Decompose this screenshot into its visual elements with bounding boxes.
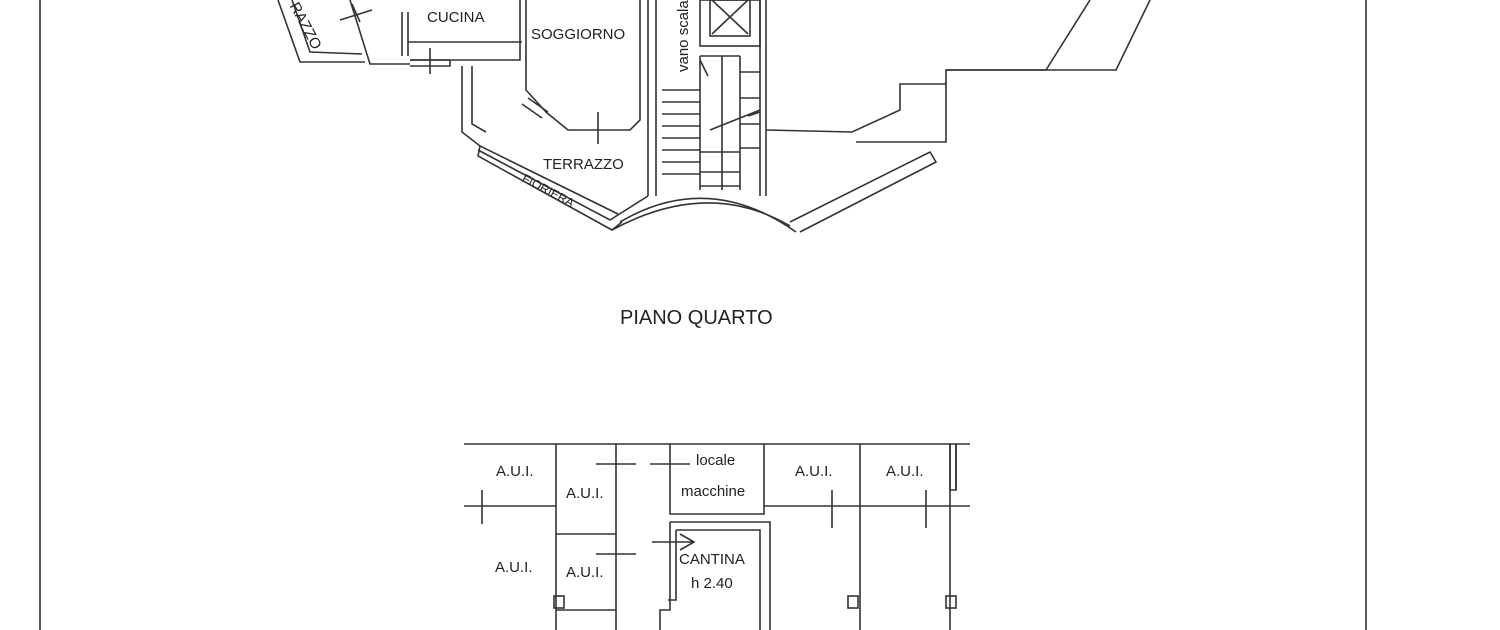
label-soggiorno: SOGGIORNO bbox=[531, 26, 626, 43]
label-aui-6: A.U.I. bbox=[566, 564, 604, 581]
stair-arrow bbox=[699, 59, 761, 131]
right-outer-wall bbox=[856, 0, 1151, 143]
cantina-walls bbox=[659, 521, 771, 630]
cellar-right-stub bbox=[949, 444, 957, 491]
label-aui-4: A.U.I. bbox=[886, 463, 924, 480]
terrace-door bbox=[339, 3, 373, 23]
cellar-horizontal bbox=[464, 505, 970, 611]
cucina-door bbox=[410, 48, 450, 74]
label-cucina: CUCINA bbox=[427, 9, 485, 26]
pillar-2 bbox=[847, 595, 859, 609]
elevator-cross bbox=[711, 0, 749, 35]
soggiorno-walls bbox=[525, 0, 641, 131]
soggiorno-window bbox=[521, 97, 599, 144]
stair-treads bbox=[662, 55, 760, 190]
label-cantina: CANTINA bbox=[679, 551, 745, 568]
right-terrace-wall bbox=[765, 0, 1091, 233]
fioriera-box bbox=[477, 145, 623, 231]
label-aui-3: A.U.I. bbox=[795, 463, 833, 480]
terrace-walls bbox=[461, 66, 649, 221]
entrance-arc-inner bbox=[611, 202, 791, 231]
elevator-box bbox=[699, 0, 761, 47]
left-terrace-wall bbox=[277, 0, 365, 63]
label-locale-line2: macchine bbox=[681, 483, 746, 500]
pillar-1 bbox=[553, 595, 565, 609]
stair-shaft bbox=[647, 0, 767, 196]
label-vano-scala: vano scala bbox=[675, 0, 692, 72]
label-cantina-height: h 2.40 bbox=[691, 575, 733, 592]
label-aui-2: A.U.I. bbox=[566, 485, 604, 502]
pillar-3 bbox=[945, 595, 957, 609]
label-locale-line1: locale bbox=[696, 452, 736, 469]
label-terrazzo: TERRAZZO bbox=[543, 156, 624, 173]
elevator-inner bbox=[709, 0, 751, 37]
cantina-arrow bbox=[652, 533, 696, 551]
floor-title: PIANO QUARTO bbox=[620, 307, 773, 329]
label-aui-5: A.U.I. bbox=[495, 559, 533, 576]
label-aui-1: A.U.I. bbox=[496, 463, 534, 480]
cellar-doors bbox=[481, 463, 927, 555]
cellar-partitions bbox=[555, 444, 957, 630]
cucina-walls bbox=[349, 0, 522, 67]
